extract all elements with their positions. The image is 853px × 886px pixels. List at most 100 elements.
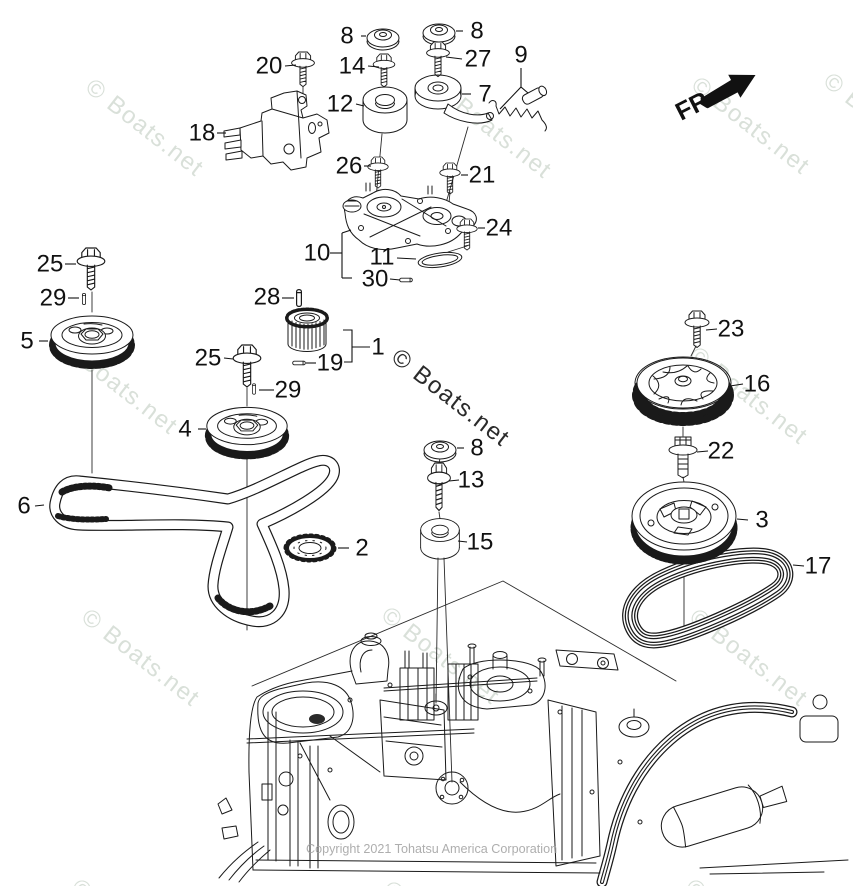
callout-leader-line: [223, 357, 234, 360]
part-number-label: 5: [20, 328, 33, 355]
part-number-label: 22: [708, 438, 735, 465]
callout-leader-line: [499, 86, 522, 110]
callout-leader-line: [736, 518, 749, 521]
part-22-bolt-drawing: [668, 436, 698, 479]
part-27-bolt-drawing: [426, 41, 450, 78]
callout-leader-line: [520, 68, 529, 94]
watermark-text: © Boats.net: [818, 67, 853, 176]
part-4-camshaft-pulley-drawing: [207, 407, 287, 453]
mounting-leader-line: [251, 580, 677, 687]
part-number-label: 17: [805, 553, 832, 580]
callout-part-8: 8: [340, 23, 366, 50]
part-number-label: 16: [744, 371, 771, 398]
callout-part-23: 23: [705, 316, 745, 343]
callout-part-13: 13: [448, 467, 484, 494]
part-8-grommet-drawing: [366, 28, 400, 51]
callout-part-8: 8: [457, 435, 484, 462]
engine-assembly-drawing: [217, 632, 849, 886]
callout-part-1: 1: [343, 329, 385, 363]
part-number-label: 9: [514, 42, 527, 69]
part-25-bolt-drawing: [232, 344, 262, 388]
part-8-grommet-drawing: [423, 440, 457, 463]
watermark-text: © Boats.net: [378, 875, 507, 886]
callout-leader-line: [355, 103, 365, 107]
callout-part-27: 27: [445, 46, 492, 73]
callout-part-25: 25: [37, 251, 76, 278]
watermark-text: © Boats.net: [680, 873, 809, 886]
part-number-label: 27: [465, 46, 492, 73]
callout-part-12: 12: [327, 91, 365, 118]
part-10-tensioner-bracket-assembly-drawing: [342, 182, 477, 251]
part-28-pin-drawing: [296, 289, 302, 307]
part-number-label: 28: [254, 284, 281, 311]
part-9-pin-drawing: [521, 85, 548, 105]
callout-leader-line: [448, 479, 460, 482]
callout-leader-line: [284, 64, 297, 67]
part-number-label: 7: [478, 81, 491, 108]
callout-leader-line: [696, 450, 709, 453]
copyright-notice: Copyright 2021 Tohatsu America Corporati…: [306, 842, 557, 856]
part-13-bolt-drawing: [426, 462, 452, 512]
part-number-label: 8: [470, 435, 483, 462]
part-number-label: 3: [755, 507, 768, 534]
part-20-bolt-drawing: [291, 51, 315, 88]
part-18-bracket-drawing: [223, 90, 330, 171]
callout-part-7: 7: [462, 81, 492, 108]
part-15-idler-roller-drawing: [420, 518, 460, 560]
watermark-text: © Boats.net: [66, 873, 195, 886]
callout-part-3: 3: [736, 507, 769, 534]
part-5-camshaft-pulley-drawing: [51, 316, 133, 363]
part-16-cooling-fan-drawing: [632, 356, 734, 426]
callout-leader-line: [792, 564, 805, 567]
part-11-o-ring-drawing: [417, 251, 463, 269]
callout-part-10: 10: [304, 229, 352, 279]
callout-leader-line: [341, 229, 352, 234]
callout-part-9: 9: [499, 42, 529, 110]
callout-part-5: 5: [20, 328, 48, 355]
part-number-label: 29: [275, 377, 302, 404]
part-7-tensioner-pulley-drawing: [414, 74, 494, 124]
callout-part-25: 25: [195, 345, 234, 372]
part-19-pin-drawing: [292, 360, 306, 366]
part-number-label: 11: [370, 244, 395, 271]
part-25-bolt-drawing: [76, 247, 106, 291]
part-number-label: 25: [195, 345, 222, 372]
callout-part-29: 29: [259, 377, 301, 404]
callout-part-8: 8: [456, 18, 484, 45]
callout-part-2: 2: [338, 535, 369, 562]
callout-part-15: 15: [457, 529, 493, 556]
part-21-bolt-drawing: [439, 162, 461, 195]
watermark-text: © Boats.net: [376, 601, 505, 710]
part-number-label: 20: [256, 53, 283, 80]
callout-leader-line: [705, 328, 718, 331]
part-1-splined-bushing-drawing: [285, 307, 329, 352]
part-29-pin-drawing: [252, 383, 256, 395]
callout-part-19: 19: [306, 350, 343, 377]
callout-part-29: 29: [40, 285, 79, 312]
part-17-ribbed-belt-drawing: [622, 547, 794, 649]
part-number-label: 19: [317, 350, 344, 377]
part-9-spring-drawing: [488, 85, 548, 132]
part-number-label: 21: [469, 162, 496, 189]
callout-part-22: 22: [696, 438, 735, 465]
part-number-label: 25: [37, 251, 64, 278]
callout-part-11: 11: [370, 244, 417, 271]
callout-leader-line: [729, 383, 744, 387]
part-12-idler-roller-drawing: [362, 86, 408, 134]
part-number-label: 6: [17, 493, 30, 520]
callout-leader-line: [367, 65, 380, 68]
part-number-label: 26: [336, 153, 363, 180]
part-number-label: 23: [718, 316, 745, 343]
fr-arrow-icon: [700, 74, 756, 109]
part-6-timing-belt-drawing: [49, 454, 340, 628]
callout-leader-line: [389, 278, 401, 281]
part-number-label: 10: [304, 240, 331, 267]
part-number-label: 14: [339, 53, 366, 80]
callout-part-17: 17: [792, 553, 832, 580]
callout-part-16: 16: [729, 371, 771, 398]
callout-leader-line: [343, 329, 353, 363]
part-number-label: 8: [470, 18, 483, 45]
part-number-label: 24: [486, 215, 513, 242]
